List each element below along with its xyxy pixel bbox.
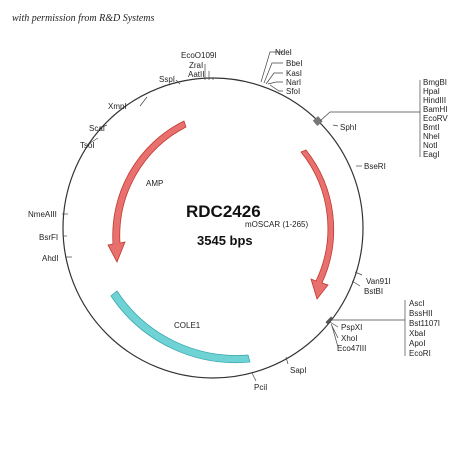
- amp-arrow: [107, 120, 187, 263]
- site-ecoo109i: EcoO109I: [181, 51, 217, 60]
- mcs1-marker: [312, 116, 323, 126]
- mcs2-site: AscI: [409, 299, 425, 308]
- mcs2-marker: [325, 316, 334, 325]
- amp-label: AMP: [146, 179, 163, 188]
- site-sphi: SphI: [340, 123, 356, 132]
- mcs-group-1: BmgBI HpaI HindIII BamHI EcoRV BmtI NheI…: [423, 78, 448, 159]
- site-sspi: SspI: [159, 75, 175, 84]
- mcs1-site: BmtI: [423, 123, 439, 132]
- mcs2-site: ApoI: [409, 339, 425, 348]
- site-scai: ScaI: [89, 124, 105, 133]
- site-pspxi: PspXI: [341, 323, 362, 332]
- site-xhoi: XhoI: [341, 334, 357, 343]
- site-ahdi: AhdI: [42, 254, 58, 263]
- mcs1-site: HindIII: [423, 96, 446, 105]
- site-bsrfi: BsrFI: [39, 233, 58, 242]
- site-ndei: NdeI: [275, 48, 292, 57]
- cole1-feature: [110, 290, 251, 364]
- mcs-group-2: AscI BssHII Bst1107I XbaI ApoI EcoRI: [409, 299, 440, 358]
- site-zrai: ZraI: [189, 61, 203, 70]
- mcs1-site: BmgBI: [423, 78, 447, 87]
- site-pcii: PciI: [254, 383, 267, 392]
- mcs2-site: XbaI: [409, 329, 425, 338]
- mcs1-site: EcoRV: [423, 114, 448, 123]
- mcs2-site: EcoRI: [409, 349, 431, 358]
- site-bstbi: BstBI: [364, 287, 383, 296]
- cole1-label: COLE1: [174, 321, 201, 330]
- site-xmni: XmnI: [108, 102, 127, 111]
- mcs1-site: BamHI: [423, 105, 447, 114]
- site-van91i: Van91I: [366, 277, 391, 286]
- site-bseri: BseRI: [364, 162, 386, 171]
- site-kasi: KasI: [286, 69, 302, 78]
- site-tsoi: TsoI: [80, 141, 95, 150]
- mcs1-site: HpaI: [423, 87, 440, 96]
- site-eco47iii: Eco47III: [337, 344, 366, 353]
- mcs1-site: EagI: [423, 150, 439, 159]
- leader-lines: [62, 51, 421, 382]
- mcs1-site: NheI: [423, 132, 440, 141]
- permission-note: with permission from R&D Systems: [12, 13, 155, 24]
- mcs2-site: BssHII: [409, 309, 433, 318]
- site-nmeaiii: NmeAIII: [28, 210, 57, 219]
- site-sfoi: SfoI: [286, 87, 300, 96]
- mcs1-site: NotI: [423, 141, 438, 150]
- site-sapi: SapI: [290, 366, 306, 375]
- mcs2-site: Bst1107I: [409, 319, 440, 328]
- site-bbei: BbeI: [286, 59, 302, 68]
- plasmid-size: 3545 bps: [197, 233, 253, 248]
- site-nari: NarI: [286, 78, 301, 87]
- plasmid-name: RDC2426: [186, 202, 261, 221]
- moscar-arrow: [300, 149, 335, 300]
- insert-label: mOSCAR (1-265): [245, 220, 308, 229]
- site-aatii: AatII: [188, 70, 204, 79]
